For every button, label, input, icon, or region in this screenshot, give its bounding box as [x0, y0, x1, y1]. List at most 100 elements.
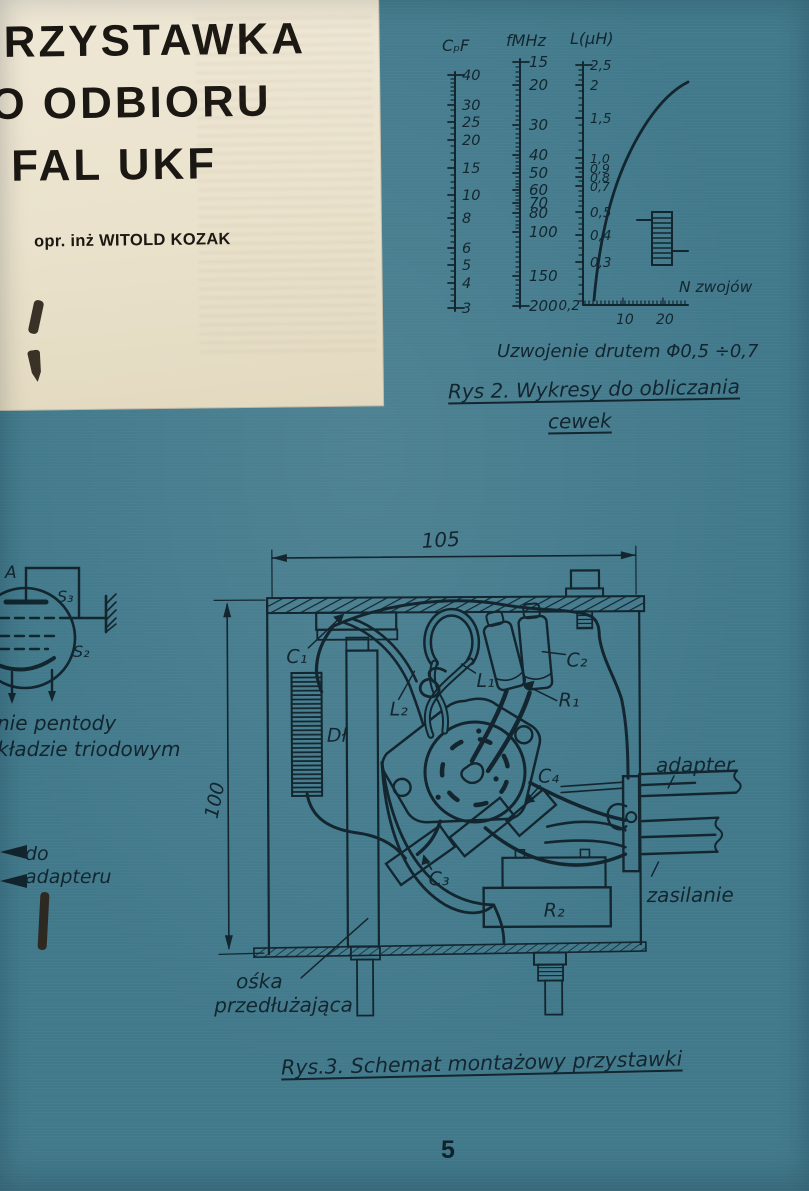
dl-label: Dł — [327, 725, 349, 747]
tube-schematic-figure: A S₃ S₂ — [0, 563, 117, 704]
zasilanie-label: zasilanie — [646, 883, 734, 907]
l-tick-label: 0,3 — [590, 255, 611, 271]
figure2-caption-line2: cewek — [547, 408, 612, 434]
f-tick-label: 20 — [529, 76, 548, 94]
dimension-height: 100 — [201, 599, 266, 955]
to-adapter-label: do adapteru — [25, 843, 111, 889]
arrow-down-icon — [48, 691, 56, 702]
page-number: 5 — [441, 1136, 455, 1164]
grid2-label: S₂ — [73, 642, 90, 661]
f-tick-label: 30 — [529, 116, 548, 134]
c-tick-label: 30 — [462, 98, 480, 114]
bottom-plate — [253, 941, 647, 958]
ground-strap-curve — [380, 761, 496, 915]
bottom-bolt-shaft — [532, 951, 568, 1016]
l-tick-label: 2 — [590, 78, 599, 94]
socket-mounting-hole — [514, 725, 534, 745]
cathode-arc — [0, 656, 56, 672]
c-tick-label: 20 — [462, 133, 480, 149]
c-tick-label: 5 — [462, 258, 471, 274]
leader-arrow-icon — [333, 613, 345, 625]
binding-mark — [37, 891, 50, 951]
tilted-component — [448, 796, 517, 858]
n-tick-label: 20 — [656, 312, 674, 328]
tube-socket — [381, 688, 542, 824]
to-adapter-line2: adapteru — [25, 866, 112, 888]
f-scale-major-ticks — [512, 61, 530, 307]
n-tick-label: 10 — [616, 312, 634, 328]
page-title-line3: FAL UKF — [10, 139, 218, 191]
shaft-leader — [300, 917, 369, 979]
tube-caption-line2: kładzie triodowym — [0, 737, 181, 761]
l1-leader — [460, 663, 477, 674]
l1-label: L₁ — [476, 670, 494, 692]
l-tick-label: 1,0 — [590, 151, 610, 166]
f-scale-minor-ticks — [515, 66, 521, 303]
socket-dot — [435, 794, 441, 800]
c-tick-label: 8 — [462, 211, 471, 227]
socket-center-keyhole — [460, 762, 485, 785]
dimension-width: 105 — [271, 527, 637, 599]
socket-mounting-hole — [392, 777, 412, 798]
wiring — [305, 599, 630, 945]
dim-arrow-icon — [271, 553, 287, 562]
l-scale-title: L(μH) — [570, 29, 614, 48]
thread-lines — [537, 966, 564, 977]
adapter-leader — [667, 775, 675, 789]
output-arrow-icon — [0, 845, 27, 859]
c2-label: C₂ — [566, 649, 587, 671]
resistor-r2: R₂ — [482, 848, 613, 929]
left-wall — [266, 599, 271, 956]
l-tick-label: 0,4 — [590, 228, 611, 244]
wire — [342, 621, 425, 725]
f-tick-label: 200 — [529, 297, 558, 315]
f-tick-label: 100 — [529, 223, 558, 241]
shaft-label: ośka przedłużająca — [213, 917, 369, 1018]
l-tick-label: 0,9 — [590, 161, 610, 176]
output-connector — [560, 769, 742, 873]
l-scale-major-ticks — [575, 64, 593, 263]
dim-arrow-icon — [620, 551, 636, 560]
c4-label: C₄ — [538, 766, 559, 788]
coil-l1: L₁ — [423, 607, 495, 739]
c1-leader — [307, 616, 341, 649]
ground-strap-curve — [380, 761, 506, 945]
f-tick-label: 150 — [529, 267, 558, 285]
r1-leader — [527, 685, 558, 702]
f-tick-label: 60 — [529, 181, 548, 199]
f-tick-label: 80 — [529, 204, 548, 222]
wire-to-socket-center — [485, 690, 532, 774]
zasilanie-leader — [650, 861, 660, 877]
c3-label: C₃ — [429, 868, 450, 890]
c-tick-label: 10 — [462, 188, 480, 204]
socket-dot — [493, 776, 499, 782]
c-scale-title: CₚF — [442, 36, 470, 55]
r2-label: R₂ — [544, 900, 565, 922]
extension-shaft — [356, 958, 375, 1017]
connector-hook-wire — [606, 803, 628, 831]
l-chart: L(μH) 2,5 2 1,5 1,0 0,9 0,8 0,7 0,5 0,4 … — [559, 29, 753, 328]
l-scale-minor-ticks — [578, 69, 584, 302]
anode-label: A — [4, 563, 17, 583]
f-tick-label: 70 — [529, 194, 548, 212]
cathode-lead-arrows — [8, 668, 56, 704]
wire — [350, 617, 418, 683]
c2-leader — [541, 650, 567, 656]
wire — [545, 820, 627, 832]
socket-hub — [423, 720, 527, 824]
choke-dl: Dł — [290, 671, 349, 797]
cable-cut-end — [733, 769, 742, 794]
c-scale-major-ticks — [447, 74, 465, 309]
l2-label: L₂ — [390, 698, 409, 720]
output-arrow-icon — [0, 874, 27, 888]
shaft-label-line2: przedłużająca — [213, 993, 353, 1018]
coil-l2: L₂ — [390, 666, 447, 720]
winding-note: Uzwojenie drutem Φ0,5 ÷0,7 — [497, 341, 759, 362]
figure3-caption: Rys.3. Schemat montażowy przystawki — [280, 1046, 683, 1080]
n-axis-comb-ticks — [584, 297, 686, 306]
dim-height-value: 100 — [201, 780, 230, 820]
l-tick-label: 1,5 — [590, 111, 611, 127]
l-tick-label: 2,5 — [590, 58, 611, 74]
to-adapter-line1: do — [25, 843, 49, 865]
leader-arrow-icon — [524, 793, 536, 804]
